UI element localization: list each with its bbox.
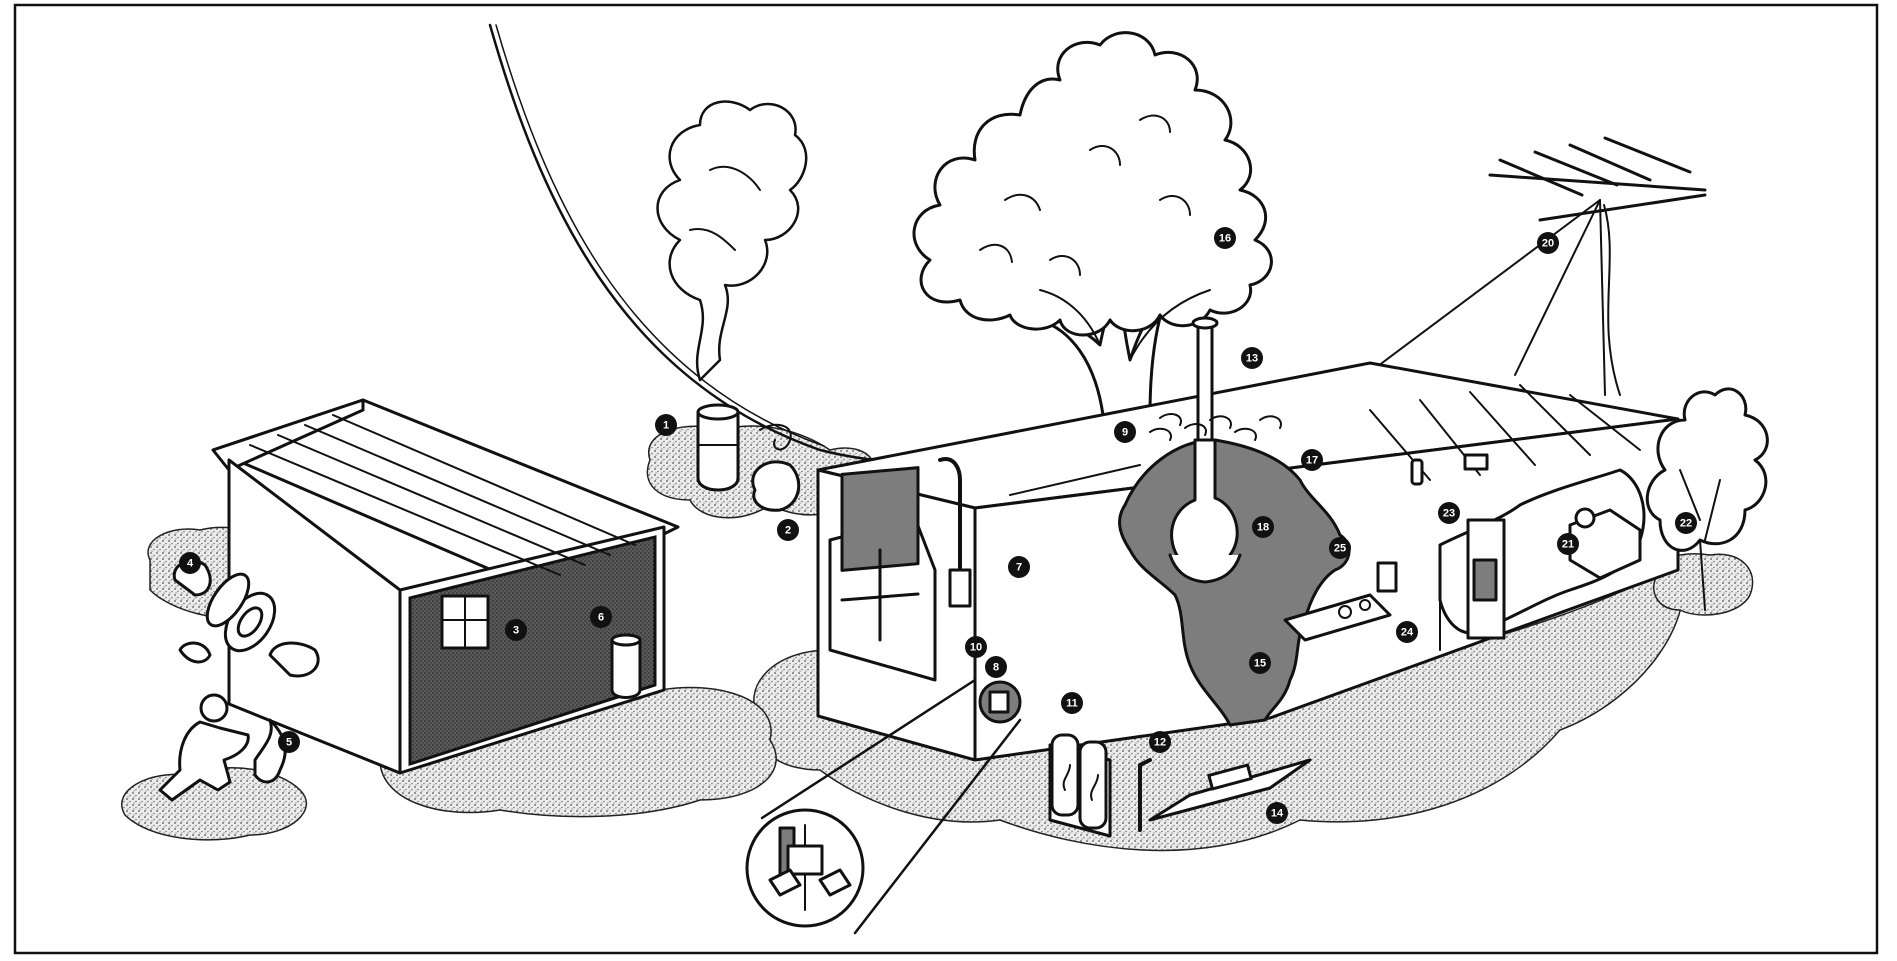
callout-16: 16 xyxy=(1214,227,1236,249)
callout-number: 25 xyxy=(1334,543,1346,555)
callout-17: 17 xyxy=(1301,449,1323,471)
callout-dot xyxy=(777,519,799,541)
callout-number: 2 xyxy=(785,525,791,537)
callout-number: 18 xyxy=(1257,522,1269,534)
callout-24: 24 xyxy=(1396,621,1418,643)
garage-shed xyxy=(211,398,680,775)
callout-6: 6 xyxy=(590,606,612,628)
callout-dot xyxy=(1301,449,1323,471)
callout-4: 4 xyxy=(179,552,201,574)
callout-1: 1 xyxy=(655,414,677,436)
callout-3: 3 xyxy=(505,619,527,641)
callout-dot xyxy=(1329,537,1351,559)
frame-border xyxy=(13,3,1879,955)
callout-dot xyxy=(278,731,300,753)
callout-dot xyxy=(1114,421,1136,443)
callout-number: 14 xyxy=(1271,808,1284,820)
callout-18: 18 xyxy=(1252,516,1274,538)
callout-dot xyxy=(1557,533,1579,555)
magnified-inset xyxy=(745,678,1022,935)
callout-dot xyxy=(1214,227,1236,249)
callout-8: 8 xyxy=(985,656,1007,678)
yard-debris xyxy=(751,460,801,512)
callout-dot xyxy=(1249,652,1271,674)
callout-number: 9 xyxy=(1122,427,1128,439)
callout-dot xyxy=(1252,516,1274,538)
callout-dot xyxy=(1008,556,1030,578)
tree xyxy=(912,31,1273,417)
callout-dot xyxy=(1149,731,1171,753)
smoke-detail xyxy=(689,165,761,251)
callout-dot xyxy=(1266,802,1288,824)
callout-number: 17 xyxy=(1306,455,1318,467)
callout-number: 6 xyxy=(598,612,604,624)
callout-dot xyxy=(179,552,201,574)
callout-number: 21 xyxy=(1562,539,1574,551)
callout-number: 5 xyxy=(286,737,292,749)
bush-stems xyxy=(1679,469,1721,611)
callout-2: 2 xyxy=(777,519,799,541)
callout-9: 9 xyxy=(1114,421,1136,443)
callout-dot xyxy=(1241,347,1263,369)
tv-antenna xyxy=(1377,136,1707,396)
callout-dot xyxy=(590,606,612,628)
callout-dot xyxy=(505,619,527,641)
burn-barrel xyxy=(696,403,740,492)
callout-number: 7 xyxy=(1016,562,1022,574)
callout-number: 16 xyxy=(1219,233,1231,245)
callout-number: 13 xyxy=(1246,353,1258,365)
callout-25: 25 xyxy=(1329,537,1351,559)
callout-5: 5 xyxy=(278,731,300,753)
callout-dot xyxy=(985,656,1007,678)
callout-dot xyxy=(1396,621,1418,643)
power-line-edge xyxy=(495,24,825,447)
callout-20: 20 xyxy=(1537,232,1559,254)
callout-number: 22 xyxy=(1680,518,1692,530)
callout-number: 15 xyxy=(1254,658,1266,670)
callout-number: 1 xyxy=(663,420,669,432)
callout-dot xyxy=(1061,692,1083,714)
callout-number: 3 xyxy=(513,625,519,637)
callout-15: 15 xyxy=(1249,652,1271,674)
callout-14: 14 xyxy=(1266,802,1288,824)
swirl-mark xyxy=(759,423,792,451)
tires-and-trash xyxy=(172,559,320,678)
callout-dot xyxy=(1537,232,1559,254)
callout-number: 4 xyxy=(187,558,194,570)
callout-number: 10 xyxy=(970,642,982,654)
callout-number: 12 xyxy=(1154,737,1166,749)
callout-dot xyxy=(1438,502,1460,524)
callout-number: 23 xyxy=(1443,508,1455,520)
callout-7: 7 xyxy=(1008,556,1030,578)
callout-number: 20 xyxy=(1542,238,1554,250)
callout-number: 24 xyxy=(1401,627,1414,639)
callout-dot xyxy=(1675,512,1697,534)
callout-11: 11 xyxy=(1061,692,1083,714)
callout-21: 21 xyxy=(1557,533,1579,555)
callout-number: 8 xyxy=(993,662,999,674)
callout-23: 23 xyxy=(1438,502,1460,524)
callout-dot xyxy=(965,636,987,658)
mobile-home xyxy=(816,316,1680,838)
bush xyxy=(1645,387,1769,552)
callout-number: 11 xyxy=(1066,698,1078,710)
callout-10: 10 xyxy=(965,636,987,658)
callout-22: 22 xyxy=(1675,512,1697,534)
callout-13: 13 xyxy=(1241,347,1263,369)
callout-dot xyxy=(655,414,677,436)
smoke-plume xyxy=(656,100,808,382)
callout-12: 12 xyxy=(1149,731,1171,753)
